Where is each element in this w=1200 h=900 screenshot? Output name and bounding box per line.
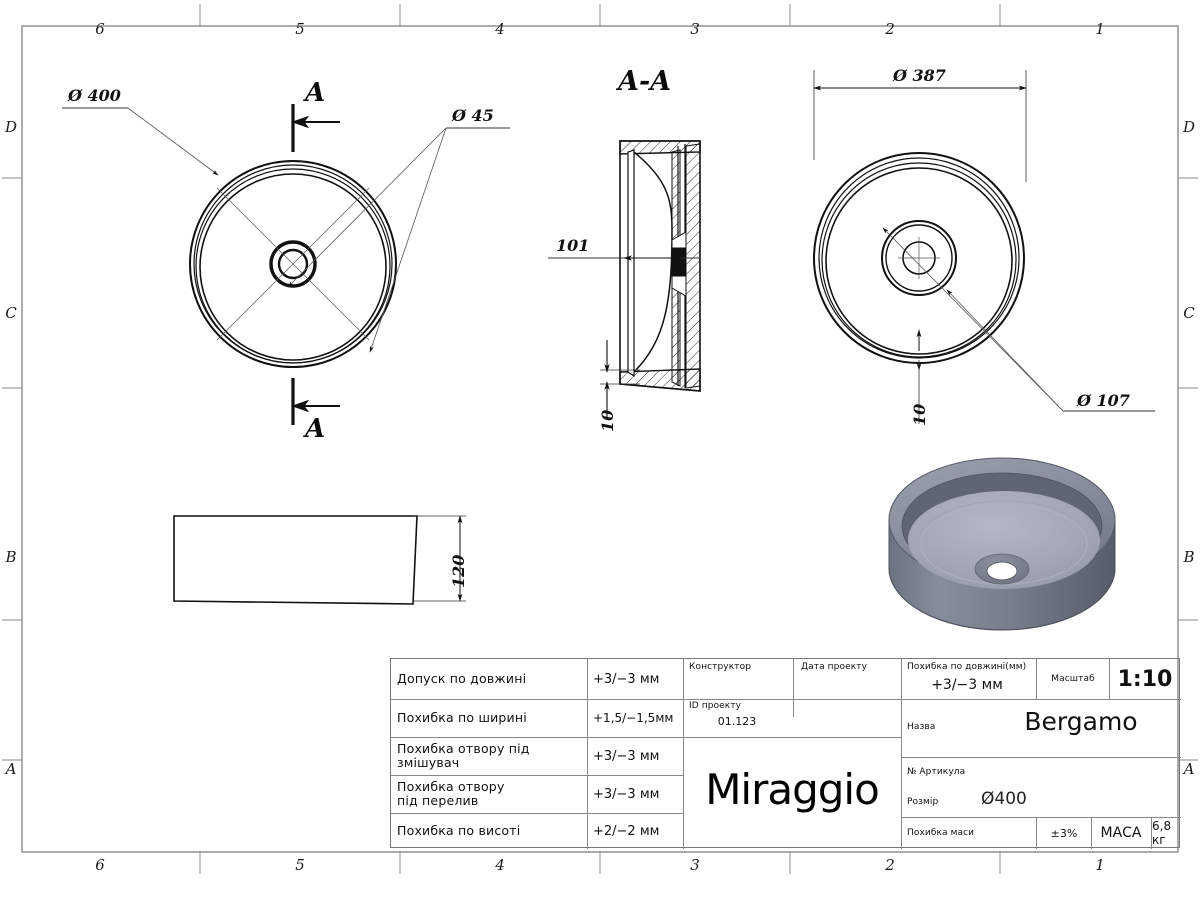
tb-row-sep-7 — [901, 757, 1181, 758]
project-date-value[interactable] — [795, 677, 899, 697]
product-name-label: Назва — [907, 722, 936, 732]
zone-label-top-5: 5 — [295, 20, 305, 38]
dim-label-outer-400: Ø 400 — [68, 86, 121, 105]
size-label: Розмір — [907, 797, 939, 807]
dim-leader-hole-45 — [287, 127, 510, 353]
tolerance-value-2: +3/−3 мм — [593, 748, 660, 764]
title-block: Допуск по довжині +3/−3 мм Похибка по ши… — [390, 658, 1181, 849]
article-number-value[interactable] — [991, 757, 1181, 787]
tb-row-sep-1 — [391, 699, 901, 700]
tolerance-label-2: Похибка отвору під змішувач — [397, 740, 530, 770]
section-geometry — [619, 140, 701, 392]
zone-label-top-1: 1 — [1095, 20, 1105, 38]
dim-label-hole-45: Ø 45 — [452, 106, 494, 125]
zone-label-bottom-2: 2 — [885, 856, 895, 874]
zone-label-bottom-6: 6 — [95, 856, 105, 874]
zone-label-right-a: A — [1183, 760, 1195, 778]
zone-label-right-d: D — [1182, 118, 1196, 136]
tb-divider-9 — [1151, 817, 1152, 849]
top-plan-circles — [189, 160, 397, 368]
tolerance-label-3: Похибка отвору під перелив — [397, 778, 505, 808]
zone-label-left-a: A — [5, 760, 17, 778]
elevation-body — [173, 515, 418, 605]
zone-label-top-6: 6 — [95, 20, 105, 38]
tb-divider-2 — [683, 659, 684, 849]
size-value: Ø400 — [981, 789, 1027, 809]
tb-row-sep-6 — [901, 699, 1181, 700]
section-view-title: A-A — [618, 66, 672, 97]
brand-logo: Miraggio — [705, 764, 880, 814]
zone-label-right-c: C — [1183, 304, 1195, 322]
zone-label-top-4: 4 — [495, 20, 505, 38]
tolerance-value-0: +3/−3 мм — [593, 671, 660, 687]
zone-label-right-b: B — [1183, 548, 1195, 566]
product-name-value: Bergamo — [1024, 707, 1138, 736]
mass-tolerance-value: ±3% — [1050, 826, 1078, 840]
length-tolerance-value: +3/−3 мм — [931, 677, 1003, 693]
tolerance-label-4: Похибка по висоті — [397, 822, 521, 838]
zone-label-bottom-5: 5 — [295, 856, 305, 874]
dim-outer-387 — [813, 70, 1027, 182]
dim-label-hole-107: Ø 107 — [1077, 391, 1130, 410]
zone-label-left-c: C — [5, 304, 17, 322]
zone-label-bottom-1: 1 — [1095, 856, 1105, 874]
tb-divider-3 — [793, 659, 794, 717]
section-marker-a-bottom — [291, 378, 340, 425]
tolerance-label-0: Допуск по довжині — [397, 670, 527, 686]
tolerance-value-4: +2/−2 мм — [593, 823, 660, 839]
project-id-value: 01.123 — [717, 715, 757, 728]
mass-tolerance-label: Похибка маси — [907, 828, 975, 838]
zone-label-bottom-4: 4 — [495, 856, 505, 874]
dim-label-depth-101: 101 — [556, 236, 590, 255]
dim-label-outer-387: Ø 387 — [893, 66, 946, 85]
tb-divider-8 — [1091, 817, 1092, 849]
section-letter-a-bottom: A — [305, 414, 326, 444]
tolerance-value-3: +3/−3 мм — [593, 786, 660, 802]
zone-label-bottom-3: 3 — [690, 856, 700, 874]
tolerance-value-1: +1,5/−1,5мм — [593, 711, 674, 725]
tb-row-sep-5 — [683, 737, 901, 738]
dim-leader-hole-107 — [882, 227, 1155, 412]
dim-height-120 — [413, 515, 466, 602]
section-marker-a-top — [291, 104, 340, 152]
tb-divider-1 — [587, 659, 588, 849]
tb-row-sep-4 — [391, 813, 683, 814]
zone-label-left-b: B — [5, 548, 17, 566]
zone-label-top-3: 3 — [690, 20, 700, 38]
tb-row-sep-3 — [391, 775, 683, 776]
scale-value: 1:10 — [1117, 666, 1173, 692]
article-number-label: № Артикула — [907, 767, 966, 777]
tb-row-sep-8 — [901, 817, 1181, 818]
tb-divider-7 — [1036, 817, 1037, 849]
tolerance-label-1: Похибка по ширині — [397, 709, 527, 725]
scale-label: Масштаб — [1051, 674, 1095, 684]
section-letter-a-top: A — [305, 78, 326, 108]
project-id-label: ID проекту — [689, 701, 742, 711]
render-basin — [888, 457, 1116, 631]
length-tolerance-label: Похибка по довжині(мм) — [907, 662, 1027, 672]
zone-label-top-2: 2 — [885, 20, 895, 38]
tb-divider-5 — [1036, 659, 1037, 699]
mass-label: МАСА — [1100, 825, 1142, 841]
tb-row-sep-2 — [391, 737, 683, 738]
dim-base-10 — [600, 340, 640, 420]
zone-label-left-d: D — [4, 118, 18, 136]
tb-divider-6 — [1109, 659, 1110, 699]
mass-value: 6,8 кг — [1152, 819, 1172, 847]
designer-value[interactable] — [683, 677, 791, 697]
project-date-label: Дата проекту — [801, 662, 868, 672]
tb-divider-4 — [901, 659, 902, 849]
dim-leader-outer-400 — [62, 107, 219, 176]
designer-label: Конструктор — [689, 662, 752, 672]
bottom-plan-circles — [813, 152, 1025, 364]
